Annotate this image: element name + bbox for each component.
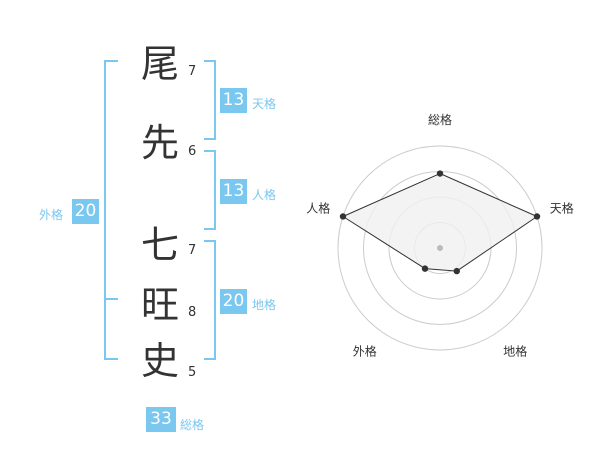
soukaku-label: 総格 <box>180 418 205 432</box>
name-char-surname-2: 先 <box>140 121 179 165</box>
radar-axis-label: 人格 <box>306 200 330 215</box>
radar-axis-label: 外格 <box>353 344 377 359</box>
jinkaku-label: 人格 <box>252 188 277 202</box>
gaikaku-label: 外格 <box>39 208 64 222</box>
tenkaku-label: 天格 <box>252 97 277 111</box>
jinkaku-value: 13 <box>220 179 247 204</box>
radar-point <box>453 267 460 275</box>
radar-point <box>533 213 541 220</box>
stroke-count-given-2: 8 <box>188 305 197 320</box>
radar-center-dot <box>437 245 443 251</box>
radar-axis-label: 天格 <box>550 200 574 215</box>
chikaku-value: 20 <box>220 289 247 314</box>
name-char-given-2: 旺 <box>140 283 179 327</box>
radar-axis-label: 総格 <box>428 112 452 127</box>
stroke-count-given-1: 7 <box>188 243 197 258</box>
radar-point <box>421 265 429 272</box>
radar-polygon <box>341 172 539 272</box>
gaikaku-value: 20 <box>72 199 99 224</box>
name-char-given-3: 史 <box>140 339 179 383</box>
name-char-given-1: 七 <box>140 223 179 267</box>
chikaku-label: 地格 <box>252 298 277 312</box>
soukaku-value: 33 <box>146 407 176 432</box>
stroke-count-given-3: 5 <box>188 365 197 380</box>
radar-points <box>339 170 541 275</box>
radar-ring <box>337 145 543 351</box>
radar-point <box>436 170 444 177</box>
name-char-surname-1: 尾 <box>140 42 179 86</box>
radar-point <box>339 213 347 220</box>
radar-axis-label: 地格 <box>503 344 527 359</box>
tenkaku-value: 13 <box>220 88 247 113</box>
stroke-count-surname-2: 6 <box>188 144 197 159</box>
stroke-count-surname-1: 7 <box>188 64 197 79</box>
